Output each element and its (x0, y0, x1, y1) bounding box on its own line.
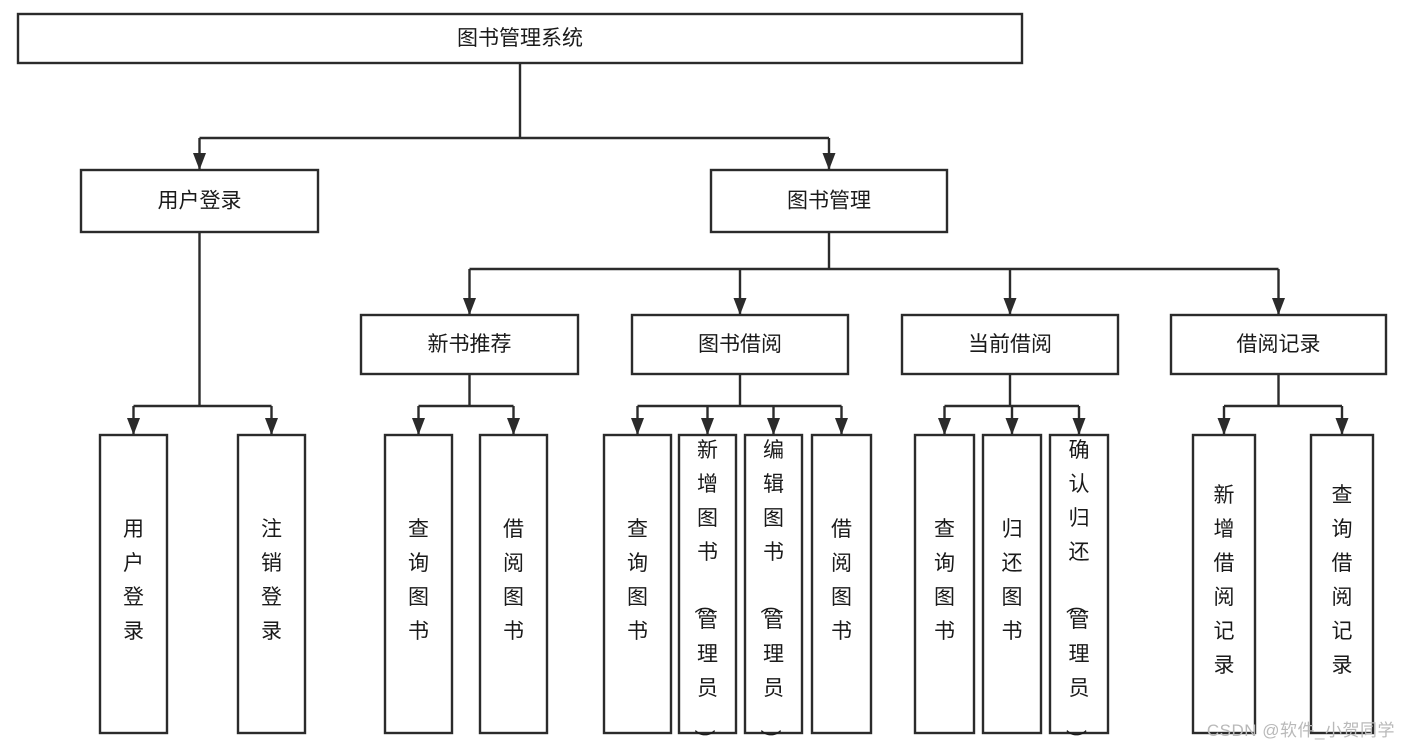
node-l2-图书管理[interactable]: 图书管理 (709, 168, 949, 234)
node-label: 借阅图书 (503, 518, 524, 643)
arrow-head-icon (1217, 418, 1231, 435)
node-box (913, 433, 976, 735)
arrow-head-icon (767, 418, 780, 435)
edge-group-新书推荐 (412, 374, 520, 435)
arrow-head-icon (938, 418, 951, 435)
node-label: 用户登录 (123, 518, 144, 643)
node-l2-用户登录[interactable]: 用户登录 (79, 168, 320, 234)
edge-group-借阅记录 (1217, 374, 1349, 435)
node-leaf-注销登录[interactable]: 注销登录 (236, 433, 307, 735)
node-root-图书管理系统[interactable]: 图书管理系统 (16, 12, 1024, 65)
node-label: 图书管理 (787, 190, 871, 213)
node-box (98, 433, 169, 735)
node-label: 图书借阅 (698, 333, 782, 356)
node-box (1191, 433, 1257, 735)
node-leaf-新增图书管理员[interactable]: 新增图书（管理员） (677, 433, 738, 747)
edge-group-用户登录 (127, 232, 278, 435)
arrow-head-icon (507, 418, 520, 435)
arrow-head-icon (835, 418, 848, 435)
node-label: 查询借阅记录 (1332, 484, 1353, 677)
arrow-head-icon (1335, 418, 1349, 435)
node-leaf-查询图书[interactable]: 查询图书 (383, 433, 454, 735)
node-label: 用户登录 (158, 190, 242, 213)
arrow-head-icon (1072, 418, 1086, 435)
edge-group-图书管理 (463, 232, 1285, 315)
arrow-head-icon (265, 418, 278, 435)
node-box (900, 313, 1120, 376)
node-box (810, 433, 873, 735)
node-leaf-归还图书[interactable]: 归还图书 (981, 433, 1043, 735)
arrow-head-icon (1005, 418, 1019, 435)
arrow-head-icon (412, 418, 425, 435)
arrow-head-icon (631, 418, 644, 435)
node-label: 确认归还（管理员） (1064, 439, 1090, 747)
arrow-head-icon (193, 153, 206, 170)
node-l3-新书推荐[interactable]: 新书推荐 (359, 313, 580, 376)
node-l3-当前借阅[interactable]: 当前借阅 (900, 313, 1120, 376)
node-box (79, 168, 320, 234)
node-box (709, 168, 949, 234)
node-l3-图书借阅[interactable]: 图书借阅 (630, 313, 850, 376)
node-leaf-查询图书[interactable]: 查询图书 (913, 433, 976, 735)
node-label: 归还图书 (1002, 518, 1023, 643)
node-box (602, 433, 673, 735)
nodes-layer: 图书管理系统用户登录图书管理新书推荐图书借阅当前借阅借阅记录用户登录注销登录查询… (16, 12, 1388, 747)
node-leaf-编辑图书管理员[interactable]: 编辑图书（管理员） (743, 433, 804, 747)
node-box (1169, 313, 1388, 376)
arrow-head-icon (1003, 298, 1017, 315)
node-label: 查询图书 (408, 518, 429, 643)
node-label: 新增借阅记录 (1214, 484, 1235, 677)
node-label: 查询图书 (627, 518, 648, 643)
arrow-head-icon (822, 153, 836, 170)
node-l3-借阅记录[interactable]: 借阅记录 (1169, 313, 1388, 376)
node-box (677, 433, 738, 735)
node-label: 新书推荐 (428, 333, 512, 356)
node-label: 查询图书 (934, 518, 955, 643)
arrow-head-icon (1272, 298, 1285, 315)
arrow-head-icon (463, 298, 476, 315)
node-box (236, 433, 307, 735)
node-label: 当前借阅 (968, 333, 1052, 356)
node-label: 借阅图书 (831, 518, 852, 643)
edges-layer (127, 63, 1349, 435)
node-box (981, 433, 1043, 735)
node-label: 新增图书（管理员） (692, 439, 718, 747)
node-leaf-新增借阅记录[interactable]: 新增借阅记录 (1191, 433, 1257, 735)
arrow-head-icon (701, 418, 714, 435)
node-leaf-借阅图书[interactable]: 借阅图书 (478, 433, 549, 735)
node-box (630, 313, 850, 376)
node-box (1309, 433, 1375, 735)
arrow-head-icon (127, 418, 140, 435)
node-box (1048, 433, 1110, 735)
node-box (478, 433, 549, 735)
node-leaf-借阅图书[interactable]: 借阅图书 (810, 433, 873, 735)
node-box (383, 433, 454, 735)
node-label: 编辑图书（管理员） (758, 439, 784, 747)
node-box (359, 313, 580, 376)
arrow-head-icon (733, 298, 747, 315)
watermark-label: CSDN @软件_小贺同学 (1206, 721, 1395, 740)
node-leaf-用户登录[interactable]: 用户登录 (98, 433, 169, 735)
node-label: 借阅记录 (1237, 333, 1321, 356)
node-leaf-确认归还管理员[interactable]: 确认归还（管理员） (1048, 433, 1110, 747)
node-box (743, 433, 804, 735)
node-label: 图书管理系统 (457, 27, 583, 50)
edge-group-当前借阅 (938, 374, 1086, 435)
node-leaf-查询借阅记录[interactable]: 查询借阅记录 (1309, 433, 1375, 735)
node-label: 注销登录 (261, 518, 282, 643)
edge-group-图书管理系统 (193, 63, 836, 170)
edge-group-图书借阅 (631, 374, 848, 435)
node-box (16, 12, 1024, 65)
node-leaf-查询图书[interactable]: 查询图书 (602, 433, 673, 735)
